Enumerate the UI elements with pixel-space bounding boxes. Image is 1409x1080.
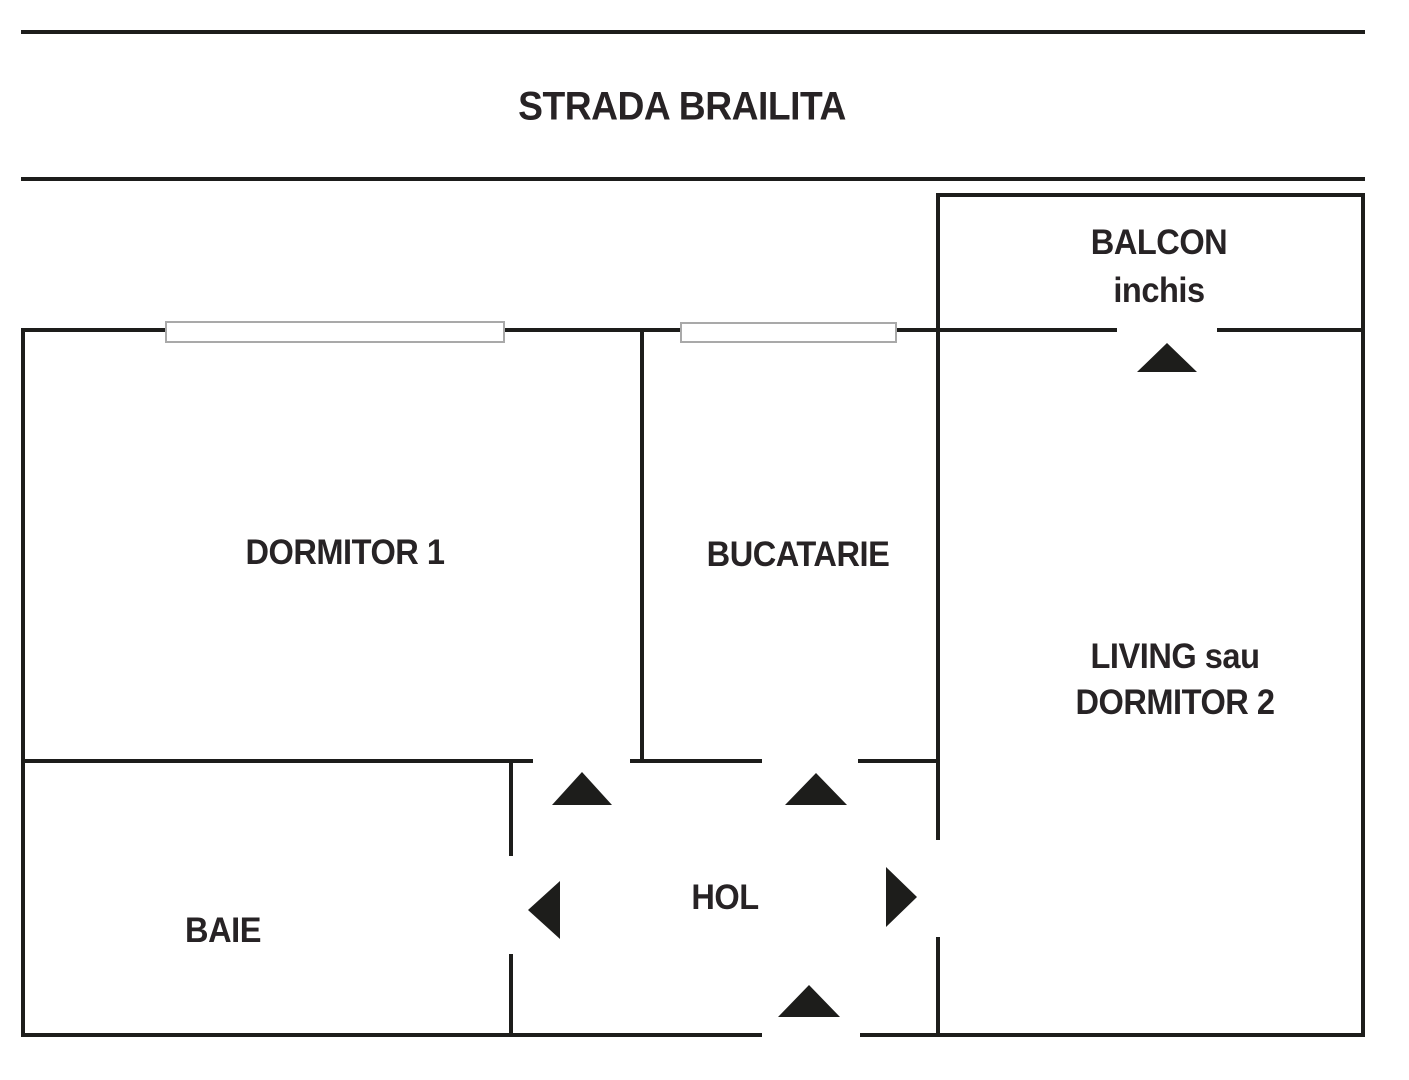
room-label-balcon-line2: inchis — [1113, 271, 1205, 310]
room-label-balcon-line1: BALCON — [1090, 223, 1228, 262]
room-label-living: LIVING sau DORMITOR 2 — [1075, 634, 1275, 726]
room-label-living-line2: DORMITOR 2 — [1075, 683, 1275, 722]
balcony-north-wall — [936, 193, 1365, 197]
south-wall-left — [21, 1033, 762, 1037]
entrance-door-arrow-icon — [778, 985, 840, 1017]
balcony-south-wall-left — [936, 328, 1117, 332]
baie-east-wall-lower — [509, 954, 513, 1037]
room-label-balcon: BALCON inchis — [1090, 219, 1228, 315]
south-wall-right — [860, 1033, 1365, 1037]
baie-east-wall-upper — [509, 759, 513, 856]
street-bottom-line — [21, 177, 1365, 181]
dormitor1-south-wall — [21, 759, 533, 763]
baie-door-arrow-icon — [528, 881, 560, 939]
bucatarie-door-arrow-icon — [785, 773, 847, 805]
room-label-living-line1: LIVING sau — [1090, 637, 1260, 676]
room-label-bucatarie: BUCATARIE — [706, 535, 890, 574]
living-door-arrow-icon — [886, 867, 917, 927]
east-outer-wall — [1361, 193, 1365, 1037]
street-top-line — [21, 30, 1365, 34]
west-outer-wall — [21, 328, 25, 1037]
room-label-hol: HOL — [691, 878, 759, 917]
street-name-label: STRADA BRAILITA — [518, 84, 846, 129]
dormitor1-window — [165, 321, 505, 343]
room-label-baie: BAIE — [185, 911, 261, 950]
balcony-door-arrow-icon — [1137, 343, 1197, 372]
living-west-wall-upper — [936, 193, 940, 840]
room-label-dormitor-1: DORMITOR 1 — [245, 533, 445, 572]
balcony-south-wall-right — [1217, 328, 1365, 332]
dormitor1-door-arrow-icon — [552, 772, 612, 805]
dormitor1-bucatarie-wall — [640, 328, 644, 763]
bucatarie-south-wall-right — [858, 759, 940, 763]
bucatarie-south-wall-left — [630, 759, 762, 763]
living-west-wall-lower — [936, 937, 940, 1037]
bucatarie-window — [680, 322, 897, 343]
